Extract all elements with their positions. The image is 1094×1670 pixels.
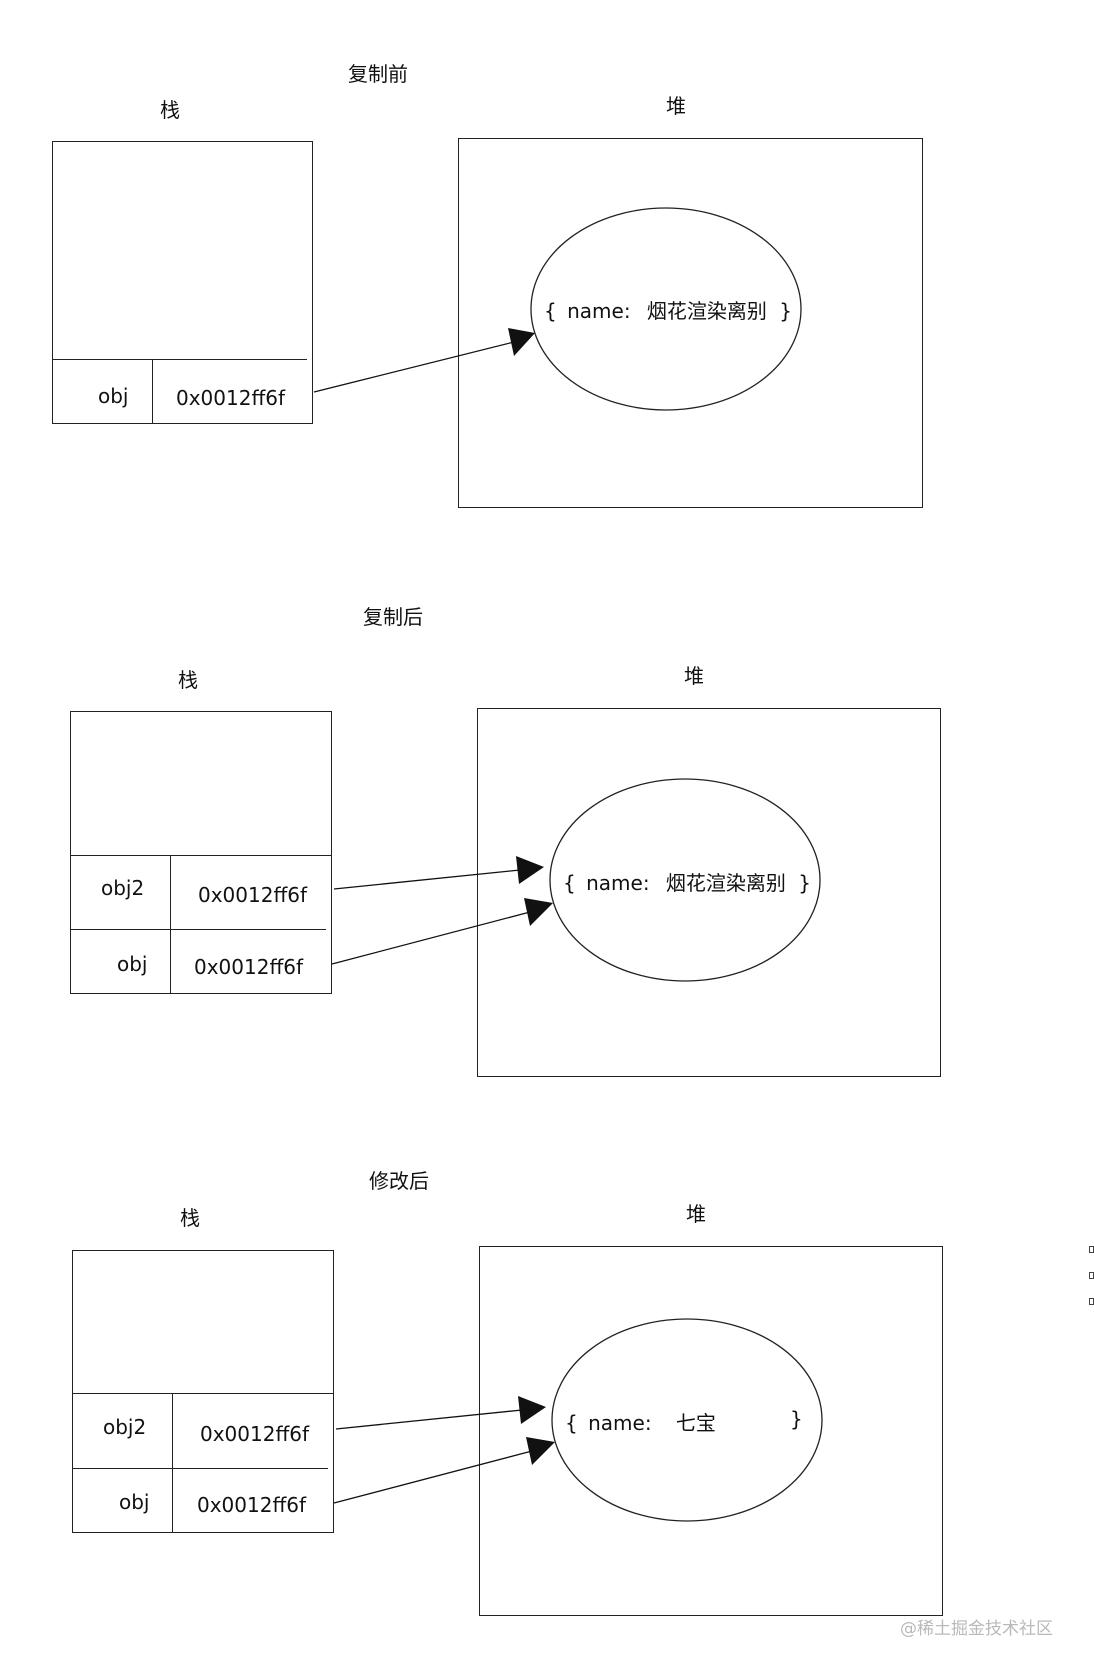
diagram-1-heap-object: [530, 207, 802, 411]
diagram-1-obj-arrow: [313, 337, 531, 393]
diagram-3-obj2-arrow: [335, 1409, 523, 1430]
diagram-2-heap-value: 烟花渲染离别: [665, 871, 786, 895]
diagram-1-heap-value: 烟花渲染离别: [646, 299, 767, 323]
diagram-1-heap-open: {: [544, 299, 557, 323]
diagram-2-row-1-name: obj2: [101, 876, 145, 900]
diagram-3-heap-box: [479, 1246, 943, 1616]
diagram-2-stack-divider: [70, 855, 332, 856]
diagram-2-col-divider: [170, 855, 171, 994]
diagram-1-title: 复制前: [348, 62, 408, 86]
watermark: @稀土掘金技术社区: [900, 1619, 1053, 1639]
diagram-3-row-1-name: obj2: [103, 1415, 147, 1439]
diagram-3-heap-value: 七宝: [675, 1411, 716, 1435]
diagram-2-stack-box: [70, 711, 332, 994]
diagram-1-heap-label: 堆: [666, 94, 686, 118]
diagram-2-obj-arrowhead: [524, 898, 553, 926]
diagram-2-row-2-address: 0x0012ff6f: [194, 955, 304, 979]
side-marker: [1089, 1298, 1094, 1305]
diagram-3-obj-arrowhead: [526, 1437, 555, 1465]
diagram-3-heap-label: 堆: [686, 1202, 706, 1226]
diagram-3-stack-label: 栈: [180, 1206, 200, 1230]
diagram-3-heap-object: [551, 1318, 823, 1522]
diagram-1-row-1-address: 0x0012ff6f: [176, 386, 286, 410]
diagram-3-row-2-name: obj: [119, 1490, 150, 1514]
diagram-2-obj-arrow: [331, 911, 531, 965]
diagram-3-heap-open: {: [565, 1411, 578, 1435]
diagram-2-heap-label: 堆: [684, 664, 704, 688]
diagram-3-heap-close: }: [790, 1407, 803, 1431]
diagram-1-heap-close: }: [779, 299, 793, 323]
diagram-1-stack-box: [52, 141, 313, 424]
diagram-2-title: 复制后: [363, 605, 423, 629]
diagram-1-heap-key: name:: [567, 299, 631, 323]
diagram-3-obj2-arrowhead: [518, 1396, 546, 1424]
diagram-1-stack-label: 栈: [160, 98, 180, 122]
diagram-1-row-1-name: obj: [98, 384, 129, 408]
diagram-3-row-2-address: 0x0012ff6f: [197, 1493, 307, 1517]
diagram-3-row-1-address: 0x0012ff6f: [200, 1422, 310, 1446]
diagram-2-heap-key: name:: [586, 871, 650, 895]
diagram-2-heap-close: }: [798, 871, 812, 895]
diagram-2-heap-text: { name: 烟花渲染离别 }: [563, 867, 811, 896]
side-marker: [1089, 1272, 1094, 1279]
diagram-2-row-divider: [70, 929, 326, 930]
diagram-3-obj-arrow: [333, 1450, 533, 1504]
diagram-3-col-divider: [172, 1393, 173, 1533]
diagram-1-heap-box: [458, 138, 923, 508]
diagram-2-obj2-arrowhead: [516, 856, 544, 884]
diagram-2-heap-box: [477, 708, 941, 1077]
diagram-2-row-1-address: 0x0012ff6f: [198, 883, 308, 907]
diagram-1-row-1-divider: [152, 359, 153, 424]
diagram-2-heap-open: {: [563, 871, 576, 895]
diagram-3-heap-key: name:: [588, 1411, 652, 1435]
diagram-3-stack-box: [72, 1250, 334, 1533]
diagram-2-obj2-arrow: [333, 869, 521, 890]
diagram-1-stack-divider: [52, 359, 307, 360]
diagram-1-obj-arrowhead: [508, 328, 535, 356]
diagram-2-row-2-name: obj: [117, 952, 148, 976]
side-marker: [1089, 1246, 1094, 1253]
diagram-3-row-divider: [72, 1468, 328, 1469]
diagram-3-title: 修改后: [369, 1169, 429, 1193]
diagram-2-stack-label: 栈: [178, 668, 198, 692]
diagram-3-heap-text: { name: 七宝 }: [565, 1407, 805, 1436]
diagram-3-stack-divider: [72, 1393, 334, 1394]
diagram-1-heap-text: { name: 烟花渲染离别 }: [544, 295, 792, 324]
diagram-2-heap-object: [549, 778, 821, 982]
